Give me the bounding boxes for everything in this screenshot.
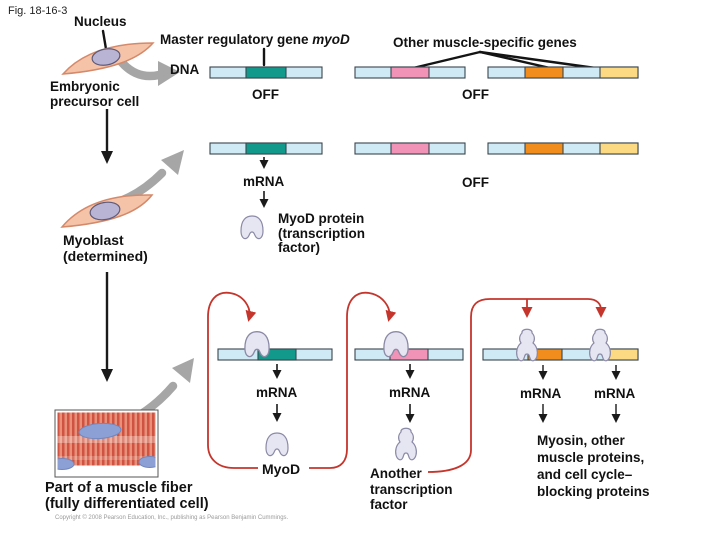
mrna-label-row2: mRNA [243, 174, 285, 189]
myod-protein-label: MyoD protein (transcription factor) [278, 211, 366, 256]
myosin-products-label: Myosin, other muscle proteins, and cell … [537, 432, 650, 500]
muscle-band [57, 436, 156, 443]
muscle-fiber-line2: (fully differentiated cell) [45, 496, 209, 512]
zoom-arrow-2-head [161, 150, 184, 175]
myosin-line2: muscle proteins, [537, 450, 645, 465]
off-label-other-row2: OFF [462, 175, 489, 190]
cell-nucleus [89, 201, 121, 221]
another-tf-label: Another transcription factor [370, 466, 453, 513]
dna-row1 [209, 66, 639, 79]
myod-product-icon [265, 432, 289, 457]
gene-myod-row2 [245, 142, 287, 155]
myod-protein-icon [240, 215, 264, 240]
master-gene-text: Master regulatory gene [160, 32, 313, 47]
another-tf-line1: Another [370, 466, 422, 481]
gene-myosin-a-row1 [524, 66, 564, 79]
myosin-line1: Myosin, other [537, 433, 625, 448]
loop-myod-autoregulation [207, 291, 258, 469]
muscle-tissue [57, 412, 156, 470]
gene-myod-row3 [257, 348, 297, 361]
myoblast-line2: (determined) [63, 248, 148, 264]
dna-row2 [209, 142, 639, 155]
nucleus-label: Nucleus [74, 14, 127, 29]
myoblast-cell-art [60, 194, 154, 228]
protein-shapes [240, 215, 611, 461]
fiber-nucleus [78, 422, 122, 440]
bound-protein-myosin-b [589, 328, 611, 362]
fiber-nucleus [57, 458, 75, 470]
bound-protein-tf-gene [383, 331, 409, 358]
myod-gene-name: myoD [312, 32, 350, 47]
off-label-myod-row1: OFF [252, 87, 279, 102]
figure-label: Fig. 18-16-3 [8, 5, 68, 17]
embryonic-line1: Embryonic [50, 79, 120, 94]
muscle-striations [57, 412, 156, 466]
dna-label: DNA [170, 62, 200, 77]
myod-protein-line1: MyoD protein [278, 211, 365, 226]
gene-tf-row3 [389, 348, 429, 361]
off-label-other-row1: OFF [462, 87, 489, 102]
embryonic-line2: precursor cell [50, 93, 140, 109]
nucleus-pointer-line [101, 29, 108, 51]
other-genes-label: Other muscle-specific genes [393, 35, 577, 50]
fiber-nucleus [138, 456, 156, 468]
gene-tf-row2 [390, 142, 430, 155]
gene-myosin-b-row2 [599, 142, 639, 155]
gene-myosin-a-row2 [524, 142, 564, 155]
gene-myod-row1 [245, 66, 287, 79]
mrna-label-myosin-a: mRNA [520, 386, 562, 401]
loop-myod-to-tf-gene [309, 291, 397, 469]
gene-tf-row1 [390, 66, 430, 79]
zoom-arrow-1-head [158, 61, 180, 86]
another-tf-line3: factor [370, 497, 408, 512]
embryonic-precursor-cell-art [61, 42, 155, 75]
flow-arrows [101, 109, 621, 423]
loop-tf-to-myosin-b [427, 298, 607, 473]
master-gene-label: Master regulatory gene myoD [160, 32, 350, 48]
myosin-line3: and cell cycle– [537, 467, 633, 482]
zoom-arrow-3-head [172, 358, 194, 383]
myod-protein-line3: factor) [278, 240, 321, 255]
cell-nucleus [91, 48, 121, 66]
myod-protein-line2: (transcription [278, 225, 366, 241]
dna-row3 [217, 348, 639, 361]
embryonic-cell-label: Embryonic precursor cell [50, 79, 140, 109]
another-tf-icon [395, 427, 417, 461]
muscle-band [57, 456, 156, 460]
gene-myosin-b-row1 [599, 66, 639, 79]
mrna-label-myosin-b: mRNA [594, 386, 636, 401]
myod-product-label: MyoD [262, 461, 301, 477]
bound-protein-myod-gene [244, 331, 270, 358]
muscle-fiber-line1: Part of a muscle fiber [45, 480, 193, 496]
myoblast-label: Myoblast (determined) [63, 232, 148, 264]
bound-protein-myosin-a [516, 328, 538, 362]
myosin-line4: blocking proteins [537, 484, 650, 499]
copyright-notice: Copyright © 2008 Pearson Education, Inc.… [55, 515, 289, 521]
feedback-loops [207, 291, 607, 473]
other-genes-pointer-line-1 [407, 50, 482, 71]
muscle-fiber-image [54, 409, 159, 478]
mrna-label-tf: mRNA [389, 385, 431, 400]
myoblast-line1: Myoblast [63, 232, 124, 248]
muscle-fiber-label: Part of a muscle fiber (fully differenti… [45, 480, 209, 512]
mrna-label-myod: mRNA [256, 385, 298, 400]
another-tf-line2: transcription [370, 481, 453, 497]
